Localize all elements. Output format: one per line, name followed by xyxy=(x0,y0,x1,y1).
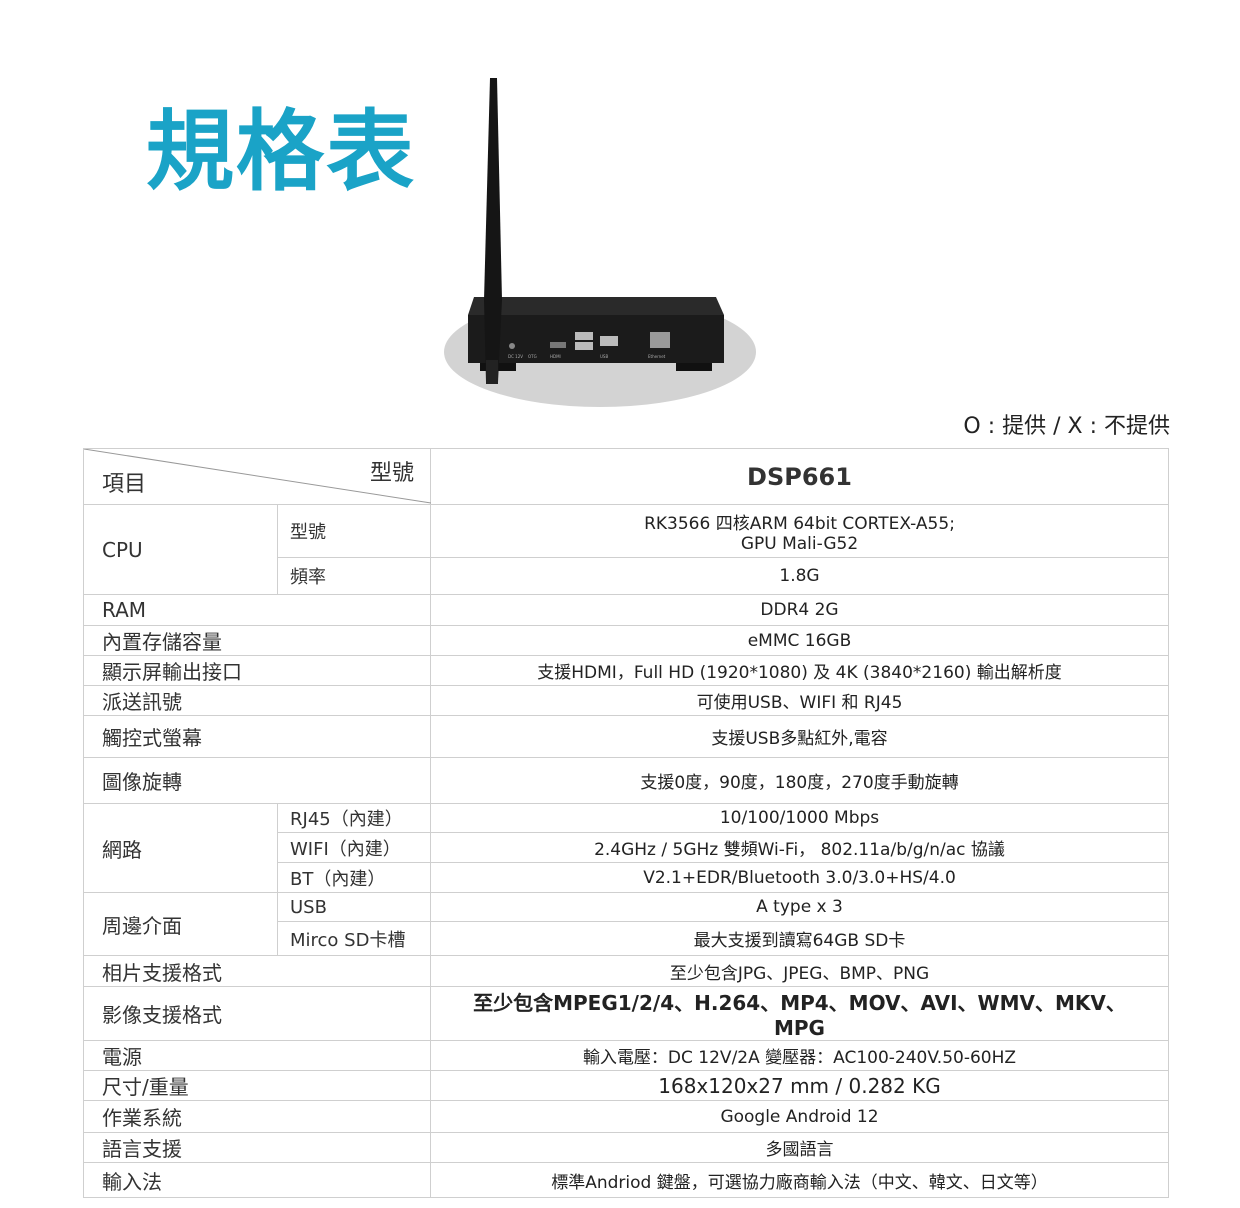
port-label: USB xyxy=(600,354,608,359)
header-item-label: 項目 xyxy=(102,472,147,497)
row-sublabel: Mirco SD卡槽 xyxy=(277,921,431,956)
table-row: 圖像旋轉 支援0度，90度，180度，270度手動旋轉 xyxy=(83,757,1169,804)
table-row: 輸入法 標準Andriod 鍵盤，可選協力廠商輸入法（中文、韓文、日文等） xyxy=(83,1162,1169,1198)
row-value: DDR4 2G xyxy=(430,594,1169,626)
row-sublabel: 型號 xyxy=(277,504,431,558)
row-value-line: GPU Mali-G52 xyxy=(740,533,859,554)
row-label: 影像支援格式 xyxy=(83,986,431,1041)
table-row: 頻率 1.8G xyxy=(84,557,1169,595)
row-value: V2.1+EDR/Bluetooth 3.0/3.0+HS/4.0 xyxy=(430,862,1169,893)
header-model-name: DSP661 xyxy=(430,448,1169,505)
device-front xyxy=(468,315,724,363)
row-sublabel: WIFI（內建） xyxy=(277,832,431,863)
diagonal-divider xyxy=(84,449,431,504)
port-label: DC 12V xyxy=(508,354,523,359)
row-value: 支援HDMI，Full HD (1920*1080) 及 4K (3840*21… xyxy=(430,655,1169,686)
table-row: 周邊介面 USB A type x 3 xyxy=(83,892,1169,956)
row-sublabel: USB xyxy=(277,892,431,922)
row-value: 可使用USB、WIFI 和 RJ45 xyxy=(430,685,1169,716)
row-label: 相片支援格式 xyxy=(83,955,431,987)
header-cell: 項目 型號 xyxy=(83,448,431,505)
row-label: 語言支援 xyxy=(83,1132,431,1163)
row-label: 作業系統 xyxy=(83,1100,431,1133)
page-title: 規格表 xyxy=(146,100,417,203)
row-label: 圖像旋轉 xyxy=(83,757,431,804)
row-sublabel: 頻率 xyxy=(277,557,431,595)
port-label: Ethernet xyxy=(648,354,666,359)
row-label: 派送訊號 xyxy=(83,685,431,716)
row-label: 周邊介面 xyxy=(83,892,278,956)
row-value: 輸入電壓：DC 12V/2A 變壓器：AC100-240V.50-60HZ xyxy=(430,1040,1169,1071)
port-label: HDMI xyxy=(550,354,561,359)
table-row: 影像支援格式 至少包含MPEG1/2/4、H.264、MP4、MOV、AVI、W… xyxy=(83,986,1169,1041)
row-label: 輸入法 xyxy=(83,1162,431,1198)
antenna xyxy=(484,78,502,382)
row-value: 10/100/1000 Mbps xyxy=(430,803,1169,833)
row-value: 168x120x27 mm / 0.282 KG xyxy=(430,1070,1169,1101)
row-sublabel: BT（內建） xyxy=(277,862,431,893)
row-label: 網路 xyxy=(83,803,278,893)
antenna-base xyxy=(486,360,498,384)
table-row: 尺寸/重量 168x120x27 mm / 0.282 KG xyxy=(83,1070,1169,1101)
table-row: 內置存儲容量 eMMC 16GB xyxy=(83,625,1169,656)
usb-port-icon xyxy=(600,336,618,346)
row-label: 內置存儲容量 xyxy=(83,625,431,656)
row-value: eMMC 16GB xyxy=(430,625,1169,656)
row-value: 支援0度，90度，180度，270度手動旋轉 xyxy=(430,757,1169,804)
table-row: 派送訊號 可使用USB、WIFI 和 RJ45 xyxy=(83,685,1169,716)
row-value: 最大支援到讀寫64GB SD卡 xyxy=(430,921,1169,956)
row-value: 至少包含JPG、JPEG、BMP、PNG xyxy=(430,955,1169,987)
row-value: 支援USB多點紅外,電容 xyxy=(430,715,1169,758)
hdmi-port-icon xyxy=(550,342,566,348)
table-row: Mirco SD卡槽 最大支援到讀寫64GB SD卡 xyxy=(84,921,1169,956)
table-header-row: 項目 型號 DSP661 xyxy=(83,448,1169,505)
row-value: 標準Andriod 鍵盤，可選協力廠商輸入法（中文、韓文、日文等） xyxy=(430,1162,1169,1198)
row-value-line: RK3566 四核ARM 64bit CORTEX-A55; xyxy=(644,513,955,534)
table-row: CPU 型號 RK3566 四核ARM 64bit CORTEX-A55; GP… xyxy=(83,504,1169,595)
table-row: 語言支援 多國語言 xyxy=(83,1132,1169,1163)
device-top xyxy=(468,297,724,315)
row-label: 尺寸/重量 xyxy=(83,1070,431,1101)
row-value: A type x 3 xyxy=(430,892,1169,922)
row-value: 1.8G xyxy=(430,557,1169,595)
port-label: OTG xyxy=(528,354,537,359)
row-value: 多國語言 xyxy=(430,1132,1169,1163)
header-model-label: 型號 xyxy=(369,461,414,486)
table-row: RAM DDR4 2G xyxy=(83,594,1169,626)
row-label: 顯示屏輸出接口 xyxy=(83,655,431,686)
table-row: 網路 RJ45（內建） 10/100/1000 Mbps xyxy=(83,803,1169,893)
row-sublabel: RJ45（內建） xyxy=(277,803,431,833)
ethernet-port-icon xyxy=(650,332,670,348)
dc-port-icon xyxy=(509,343,515,349)
row-label: 電源 xyxy=(83,1040,431,1071)
row-value: 至少包含MPEG1/2/4、H.264、MP4、MOV、AVI、WMV、MKV、… xyxy=(430,986,1169,1041)
usb-port-icon xyxy=(575,342,593,350)
table-row: 顯示屏輸出接口 支援HDMI，Full HD (1920*1080) 及 4K … xyxy=(83,655,1169,686)
usb-port-icon xyxy=(575,332,593,340)
row-value: RK3566 四核ARM 64bit CORTEX-A55; GPU Mali-… xyxy=(430,504,1169,558)
spec-table: 項目 型號 DSP661 CPU 型號 RK3566 四核ARM 64bit C… xyxy=(83,448,1169,1198)
table-row: 觸控式螢幕 支援USB多點紅外,電容 xyxy=(83,715,1169,758)
row-label: CPU xyxy=(83,504,278,595)
row-value: Google Android 12 xyxy=(430,1100,1169,1133)
table-row: 電源 輸入電壓：DC 12V/2A 變壓器：AC100-240V.50-60HZ xyxy=(83,1040,1169,1071)
row-label: 觸控式螢幕 xyxy=(83,715,431,758)
table-row: 相片支援格式 至少包含JPG、JPEG、BMP、PNG xyxy=(83,955,1169,987)
row-label: RAM xyxy=(83,594,431,626)
device-foot xyxy=(676,363,712,371)
device-image: DC 12V OTG HDMI USB Ethernet xyxy=(444,78,756,407)
row-value: 2.4GHz / 5GHz 雙頻Wi-Fi， 802.11a/b/g/n/ac … xyxy=(430,832,1169,863)
table-row: BT（內建） V2.1+EDR/Bluetooth 3.0/3.0+HS/4.0 xyxy=(84,862,1169,893)
legend: O : 提供 / X : 不提供 xyxy=(963,414,1170,439)
table-row: 作業系統 Google Android 12 xyxy=(83,1100,1169,1133)
